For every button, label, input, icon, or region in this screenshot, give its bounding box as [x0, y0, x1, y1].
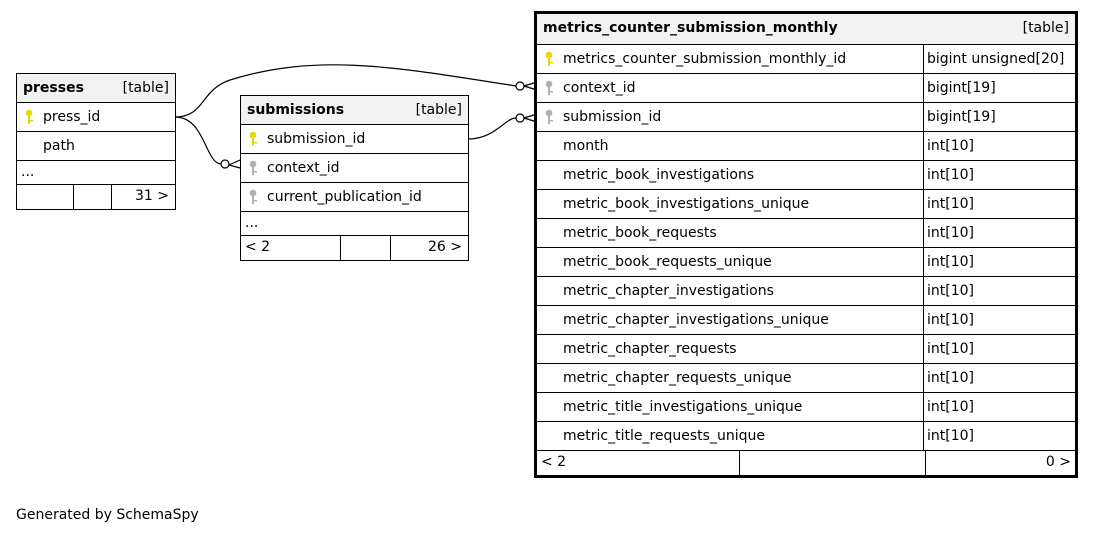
column-name: metrics_counter_submission_monthly_id [563, 51, 847, 67]
child-count: 31 > [135, 188, 169, 204]
optional-marker [515, 113, 525, 123]
child-count: 26 > [428, 239, 462, 255]
primary-key-icon [25, 109, 33, 124]
column-row[interactable]: submission_id [241, 125, 468, 154]
column-type: int[10] [927, 341, 974, 357]
more-columns-row: ... [17, 161, 175, 185]
foreign-key-icon [249, 189, 257, 204]
child-count: 0 > [1045, 454, 1071, 470]
column-row[interactable]: metric_chapter_requests int[10] [537, 335, 1075, 364]
column-type: int[10] [927, 283, 974, 299]
column-type: int[10] [927, 167, 974, 183]
table-kind: [table] [1022, 20, 1069, 36]
foreign-key-icon [545, 80, 553, 95]
column-name: submission_id [267, 131, 366, 147]
generator-credit: Generated by SchemaSpy [16, 507, 199, 523]
column-name: press_id [43, 109, 101, 125]
column-type: bigint[19] [927, 109, 996, 125]
table-metrics-counter-submission-monthly[interactable]: metrics_counter_submission_monthly [tabl… [534, 11, 1078, 478]
column-row[interactable]: month int[10] [537, 132, 1075, 161]
primary-key-icon [249, 131, 257, 146]
ellipsis: ... [21, 164, 35, 180]
column-row[interactable]: metric_book_requests int[10] [537, 219, 1075, 248]
column-name: metric_title_investigations_unique [563, 399, 803, 415]
table-name: presses [23, 80, 84, 96]
column-row[interactable]: context_id bigint[19] [537, 74, 1075, 103]
column-type: bigint unsigned[20] [927, 51, 1065, 67]
foreign-key-icon [545, 109, 553, 124]
column-row[interactable]: metric_chapter_investigations_unique int… [537, 306, 1075, 335]
column-row[interactable]: metric_book_investigations_unique int[10… [537, 190, 1075, 219]
column-name: metric_book_investigations_unique [563, 196, 810, 212]
column-type: int[10] [927, 399, 974, 415]
relation-presses-metrics [174, 64, 517, 118]
table-footer: < 2 26 > [241, 236, 468, 260]
column-type: int[10] [927, 312, 974, 328]
column-type: int[10] [927, 428, 974, 444]
more-columns-row: ... [241, 212, 468, 236]
column-type: int[10] [927, 138, 974, 154]
column-row[interactable]: current_publication_id [241, 183, 468, 212]
relation-submissions-metrics [467, 117, 517, 140]
column-name: month [563, 138, 609, 154]
column-row[interactable]: metric_title_investigations_unique int[1… [537, 393, 1075, 422]
column-type: int[10] [927, 225, 974, 241]
column-row[interactable]: metrics_counter_submission_monthly_id bi… [537, 45, 1075, 74]
column-row[interactable]: context_id [241, 154, 468, 183]
foreign-key-icon [249, 160, 257, 175]
table-footer: < 2 0 > [537, 451, 1075, 475]
table-header: presses [table] [17, 74, 175, 103]
column-type: int[10] [927, 370, 974, 386]
ellipsis: ... [245, 215, 259, 231]
column-row[interactable]: path [17, 132, 175, 161]
parent-count: < 2 [541, 454, 567, 470]
table-kind: [table] [415, 102, 462, 118]
table-kind: [table] [122, 80, 169, 96]
column-type: int[10] [927, 254, 974, 270]
optional-marker [515, 81, 525, 91]
primary-key-icon [545, 51, 553, 66]
parent-count: < 2 [245, 239, 271, 255]
column-name: metric_chapter_investigations_unique [563, 312, 829, 328]
column-row[interactable]: press_id [17, 103, 175, 132]
column-name: metric_chapter_requests [563, 341, 737, 357]
column-name: metric_book_requests_unique [563, 254, 772, 270]
column-type: bigint[19] [927, 80, 996, 96]
column-row[interactable]: metric_chapter_requests_unique int[10] [537, 364, 1075, 393]
column-row[interactable]: submission_id bigint[19] [537, 103, 1075, 132]
column-name: metric_book_investigations [563, 167, 755, 183]
table-name: submissions [247, 102, 345, 118]
column-name: submission_id [563, 109, 662, 125]
table-footer: 31 > [17, 185, 175, 209]
column-name: metric_book_requests [563, 225, 717, 241]
column-name: metric_chapter_requests_unique [563, 370, 792, 386]
table-name: metrics_counter_submission_monthly [543, 20, 838, 36]
column-name: metric_title_requests_unique [563, 428, 765, 444]
table-header: submissions [table] [241, 96, 468, 125]
optional-marker [220, 159, 230, 169]
table-submissions[interactable]: submissions [table] submission_id contex… [240, 95, 469, 261]
column-name: path [43, 138, 75, 154]
column-row[interactable]: metric_book_investigations int[10] [537, 161, 1075, 190]
column-row[interactable]: metric_title_requests_unique int[10] [537, 422, 1075, 451]
table-presses[interactable]: presses [table] press_id path ... 31 > [16, 73, 176, 210]
table-header: metrics_counter_submission_monthly [tabl… [537, 14, 1075, 45]
column-name: current_publication_id [267, 189, 422, 205]
column-name: context_id [267, 160, 340, 176]
column-row[interactable]: metric_chapter_investigations int[10] [537, 277, 1075, 306]
column-type: int[10] [927, 196, 974, 212]
column-name: context_id [563, 80, 636, 96]
column-row[interactable]: metric_book_requests_unique int[10] [537, 248, 1075, 277]
relation-presses-submissions [174, 116, 222, 165]
column-name: metric_chapter_investigations [563, 283, 774, 299]
